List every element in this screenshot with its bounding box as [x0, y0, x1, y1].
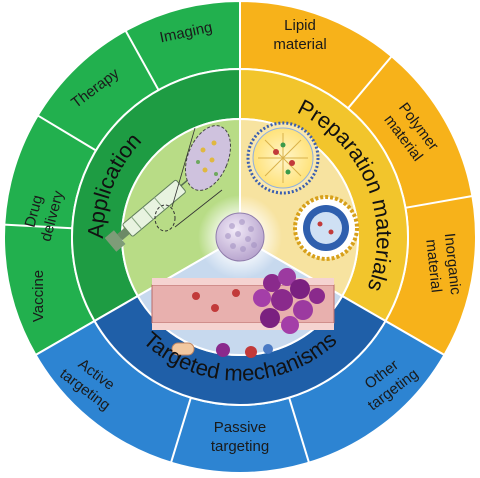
syringe-icon: [104, 167, 203, 252]
preparation-illustration: [246, 121, 359, 261]
item-divider: [124, 30, 160, 91]
item-divider: [405, 195, 473, 209]
item-divider: [37, 114, 97, 152]
svg-text:Vaccine: Vaccine: [30, 270, 47, 322]
svg-text:Passive: Passive: [214, 419, 267, 436]
wheel: Imaging Therapy Drug delivery Vaccine Li…: [3, 0, 477, 474]
label-passive-targeting: Passive targeting: [211, 419, 269, 455]
center-nanoparticle: [198, 195, 282, 279]
label-inorganic-material: Inorganic material: [422, 232, 464, 296]
magnify-circle-icon: [154, 204, 176, 232]
sector-dividers: [4, 30, 473, 463]
svg-text:Inorganic: Inorganic: [441, 232, 464, 296]
tumor-cells-icon: [253, 268, 325, 334]
micelle-icon: [293, 195, 359, 261]
nanoparticle-zoom-icon: [185, 125, 231, 191]
targeted-illustration: [151, 268, 335, 358]
svg-text:Lipid: Lipid: [284, 17, 316, 34]
liposome-icon: [246, 121, 320, 195]
svg-text:material: material: [422, 238, 444, 293]
item-divider: [4, 223, 73, 230]
application-illustration: [104, 125, 231, 252]
svg-text:targeting: targeting: [211, 438, 269, 455]
item-divider: [347, 55, 393, 109]
label-lipid-material: Lipid material: [273, 17, 326, 53]
nanoparticle-sphere-icon: [215, 212, 265, 262]
svg-text:material: material: [273, 36, 326, 53]
label-vaccine: Vaccine: [30, 270, 47, 322]
item-divider: [288, 397, 310, 463]
item-divider: [170, 397, 192, 463]
